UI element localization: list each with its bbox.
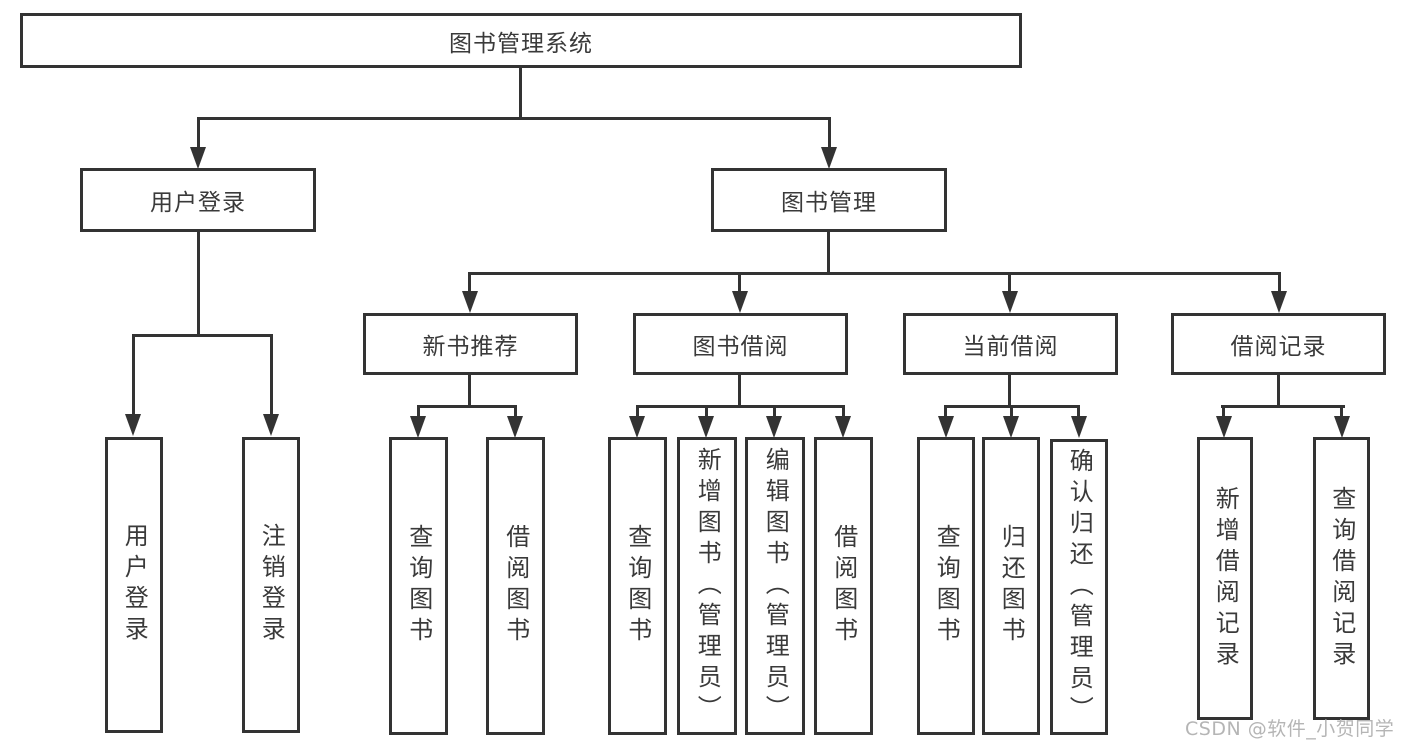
arrow-down-icon: [835, 416, 851, 438]
connector-line: [468, 272, 471, 294]
node-add-borrow-record: 新增借阅记录: [1197, 437, 1253, 720]
arrow-down-icon: [629, 416, 645, 438]
connector-line: [1221, 405, 1345, 408]
arrow-down-icon: [507, 416, 523, 438]
arrow-down-icon: [821, 147, 837, 169]
node-label: 借阅图书: [829, 524, 858, 648]
node-user-login: 用户登录: [80, 168, 316, 232]
connector-line: [197, 232, 200, 337]
connector-line: [1008, 375, 1011, 408]
connector-line: [1077, 405, 1080, 418]
arrow-down-icon: [462, 291, 478, 313]
connector-line: [827, 232, 830, 275]
node-label: 图书管理: [781, 190, 877, 216]
arrow-down-icon: [1003, 416, 1019, 438]
connector-line: [197, 117, 831, 120]
arrow-down-icon: [938, 416, 954, 438]
connector-line: [417, 405, 420, 418]
node-confirm-return-admin: 确认归还（管理员）: [1050, 439, 1108, 735]
node-query-books: 查询图书: [917, 437, 975, 735]
arrow-down-icon: [410, 416, 426, 438]
arrow-down-icon: [1334, 416, 1350, 438]
node-new-book-recommend: 新书推荐: [363, 313, 578, 375]
connector-line: [705, 405, 708, 418]
node-borrow-books: 借阅图书: [486, 437, 545, 735]
connector-line: [1277, 375, 1280, 408]
node-label: 编辑图书（管理员）: [761, 446, 790, 726]
node-label: 确认归还（管理员）: [1065, 447, 1094, 727]
node-label: 当前借阅: [962, 334, 1059, 360]
connector-line: [636, 405, 845, 408]
connector-line: [270, 334, 273, 416]
connector-line: [514, 405, 517, 418]
node-label: 注销登录: [257, 523, 286, 647]
node-label: 图书借阅: [692, 334, 789, 360]
connector-line: [944, 405, 947, 418]
arrow-down-icon: [263, 414, 279, 436]
node-edit-book-admin: 编辑图书（管理员）: [745, 437, 805, 735]
connector-line: [519, 68, 522, 118]
csdn-watermark: CSDN @软件_小贺同学: [1185, 718, 1395, 740]
node-label: 查询图书: [404, 524, 433, 648]
node-label: 图书管理系统: [449, 30, 593, 57]
connector-line: [828, 117, 831, 149]
connector-line: [842, 405, 845, 418]
node-user-login-leaf: 用户登录: [105, 437, 163, 733]
node-query-borrow-record: 查询借阅记录: [1313, 437, 1370, 720]
connector-line: [468, 272, 1281, 275]
node-book-management: 图书管理: [711, 168, 947, 232]
connector-line: [417, 405, 517, 408]
node-label: 借阅图书: [501, 524, 530, 648]
node-logout: 注销登录: [242, 437, 300, 733]
connector-line: [1340, 405, 1343, 418]
arrow-down-icon: [190, 147, 206, 169]
connector-line: [738, 375, 741, 408]
connector-line: [1010, 405, 1013, 418]
connector-line: [197, 117, 200, 149]
connector-line: [773, 405, 776, 418]
connector-line: [132, 334, 135, 416]
node-label: 新增图书（管理员）: [693, 446, 722, 726]
node-borrow-books: 借阅图书: [814, 437, 873, 735]
arrow-down-icon: [1071, 416, 1087, 438]
node-library-system: 图书管理系统: [20, 13, 1022, 68]
node-label: 查询图书: [623, 524, 652, 648]
connector-line: [468, 375, 471, 408]
connector-line: [132, 334, 273, 337]
connector-line: [1008, 272, 1011, 294]
arrow-down-icon: [1271, 291, 1287, 313]
connector-line: [738, 272, 741, 294]
arrow-down-icon: [1002, 291, 1018, 313]
node-label: 查询图书: [932, 524, 961, 648]
node-query-books: 查询图书: [608, 437, 667, 735]
node-label: 用户登录: [150, 190, 246, 216]
node-query-books: 查询图书: [389, 437, 448, 735]
node-book-borrowing: 图书借阅: [633, 313, 848, 375]
connector-line: [1222, 405, 1225, 418]
node-label: 新书推荐: [422, 334, 519, 360]
arrow-down-icon: [125, 414, 141, 436]
node-label: 借阅记录: [1230, 334, 1327, 360]
node-label: 用户登录: [120, 523, 149, 647]
arrow-down-icon: [766, 416, 782, 438]
node-label: 查询借阅记录: [1327, 485, 1356, 672]
node-label: 新增借阅记录: [1211, 485, 1240, 672]
arrow-down-icon: [1216, 416, 1232, 438]
connector-line: [636, 405, 639, 418]
node-label: 归还图书: [997, 524, 1026, 648]
connector-line: [1278, 272, 1281, 294]
arrow-down-icon: [698, 416, 714, 438]
node-current-borrowing: 当前借阅: [903, 313, 1118, 375]
node-return-books: 归还图书: [982, 437, 1040, 735]
arrow-down-icon: [732, 291, 748, 313]
node-borrow-records: 借阅记录: [1171, 313, 1386, 375]
node-add-book-admin: 新增图书（管理员）: [677, 437, 737, 735]
